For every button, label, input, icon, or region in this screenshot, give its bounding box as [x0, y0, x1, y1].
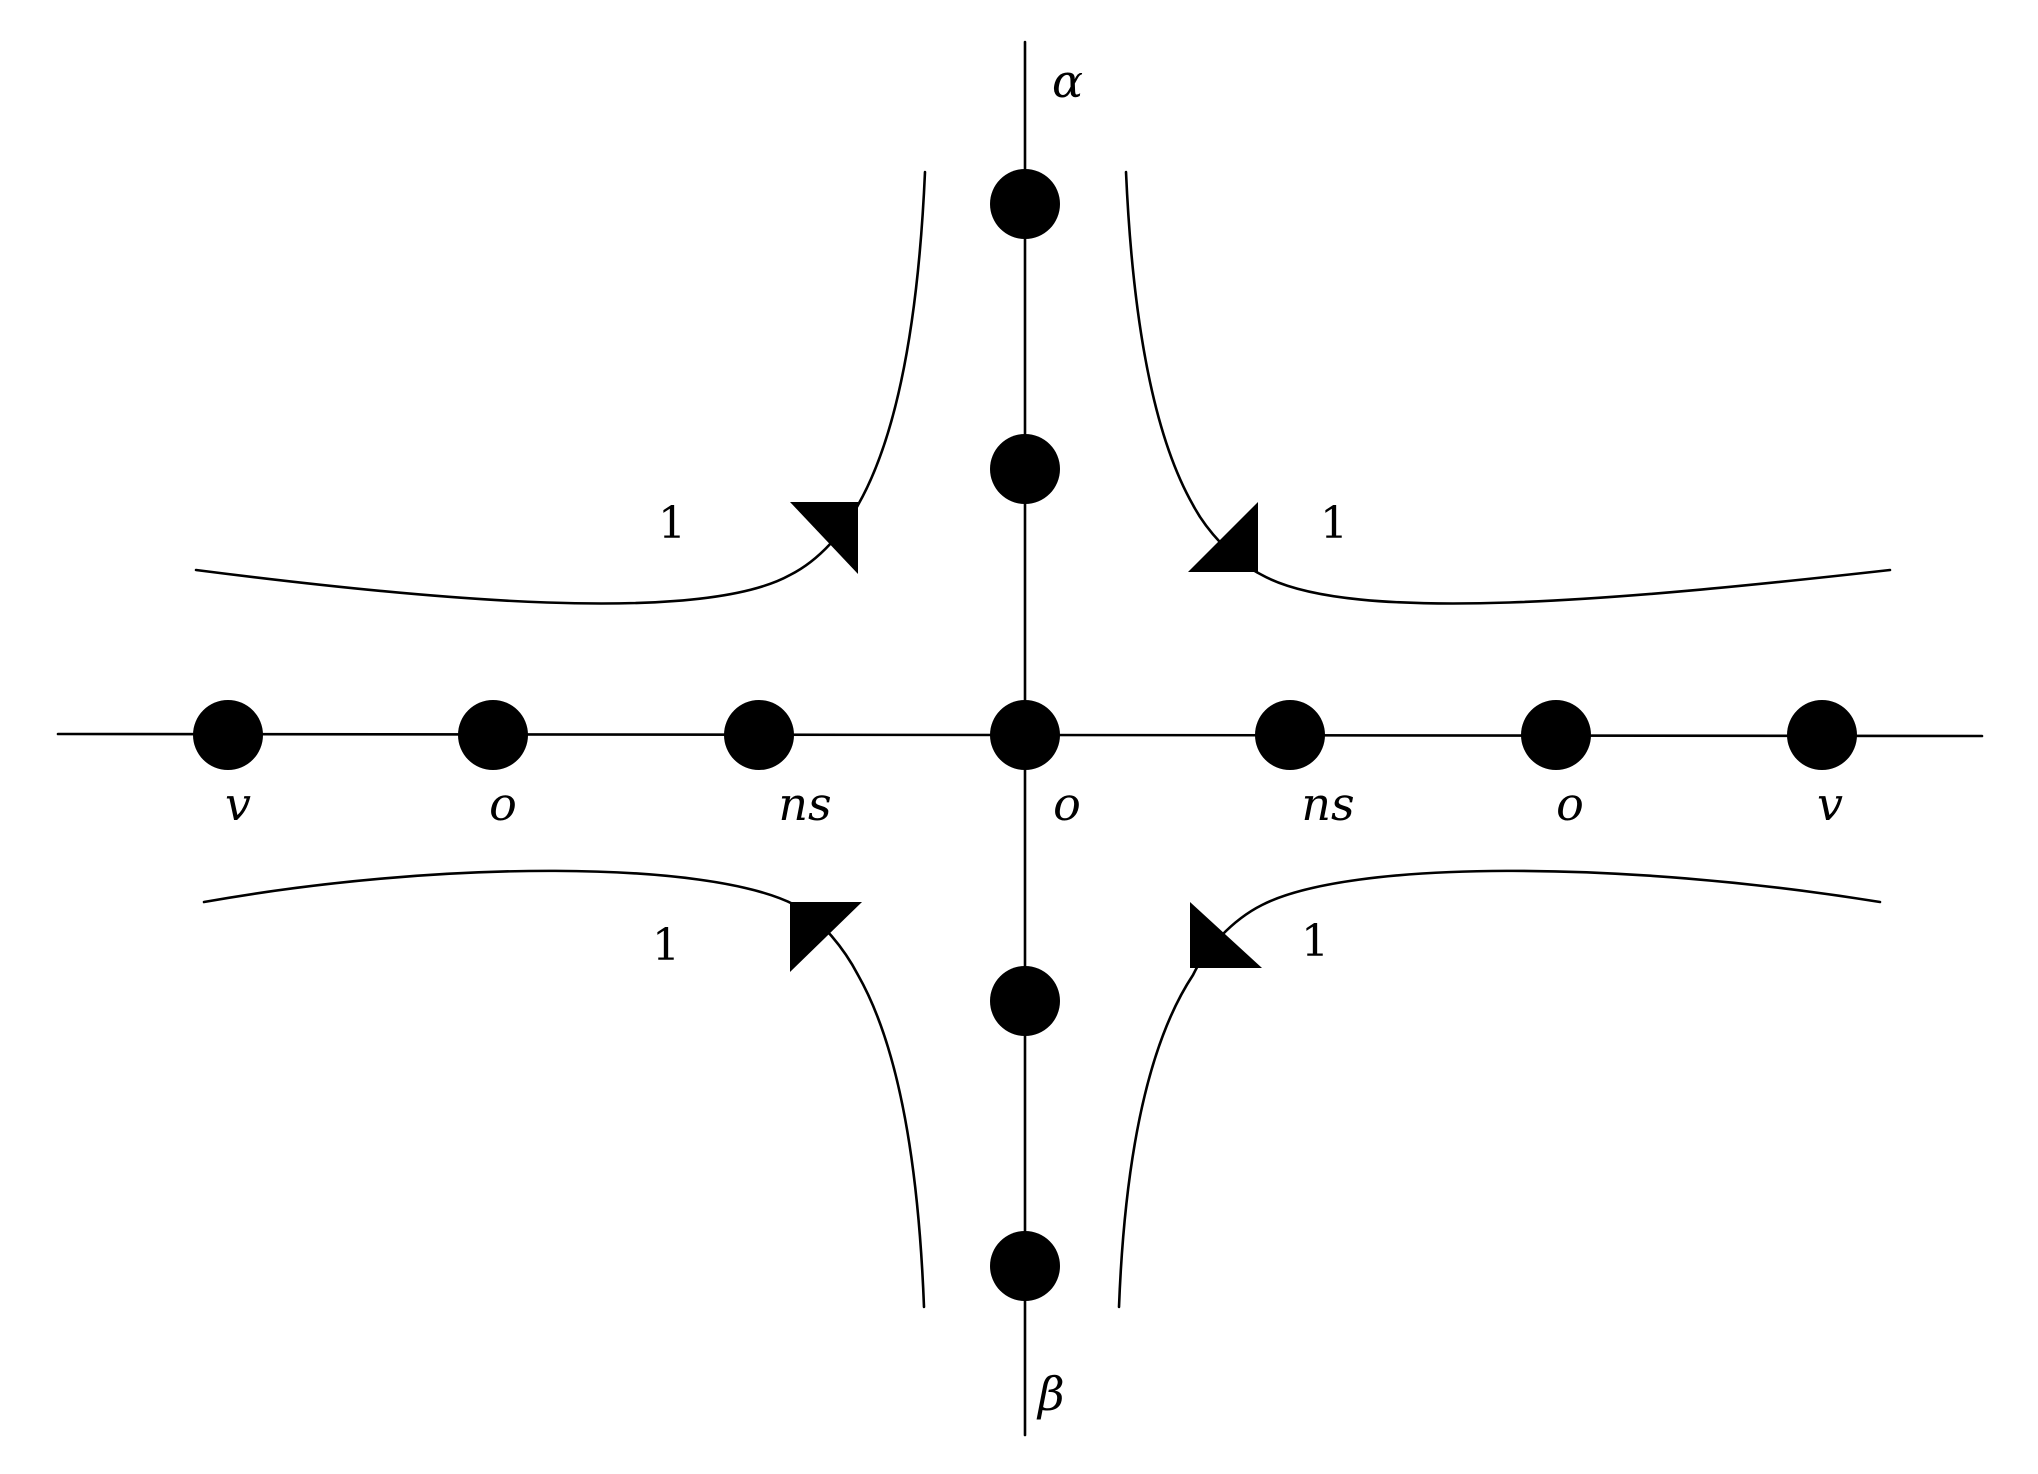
node-label-o-right: o: [1556, 777, 1584, 831]
node-label-v-right: v: [1817, 777, 1843, 831]
node-label-ns-left: ns: [778, 777, 831, 831]
curve-top-left: [194, 170, 927, 605]
arrowhead-top-left: [790, 502, 858, 574]
curve-label-top-left: 1: [658, 498, 686, 549]
arrowhead-bottom-left: [790, 902, 862, 972]
axis-label-beta: β: [1036, 1367, 1065, 1421]
curve-bottom-right: [1117, 869, 1882, 1309]
node-v-4: [990, 966, 1060, 1036]
node-label-ns-right: ns: [1301, 777, 1354, 831]
node-center: [990, 700, 1060, 770]
axis-label-alpha: α: [1052, 54, 1083, 108]
node-h-7: [1787, 700, 1857, 770]
node-label-o-center: o: [1053, 777, 1081, 831]
node-h-5: [1255, 700, 1325, 770]
curve-label-bottom-left: 1: [652, 920, 680, 971]
node-v-2: [990, 434, 1060, 504]
node-h-3: [724, 700, 794, 770]
node-h-2: [458, 700, 528, 770]
node-v-5: [990, 1231, 1060, 1301]
arrowhead-bottom-right: [1190, 902, 1262, 968]
node-v-1: [990, 169, 1060, 239]
node-label-v-left: v: [225, 777, 251, 831]
node-label-o-left: o: [489, 777, 517, 831]
curve-label-top-right: 1: [1320, 498, 1348, 549]
node-h-1: [193, 700, 263, 770]
arrowhead-top-right: [1188, 502, 1258, 572]
node-h-6: [1521, 700, 1591, 770]
curve-label-bottom-right: 1: [1301, 916, 1329, 967]
